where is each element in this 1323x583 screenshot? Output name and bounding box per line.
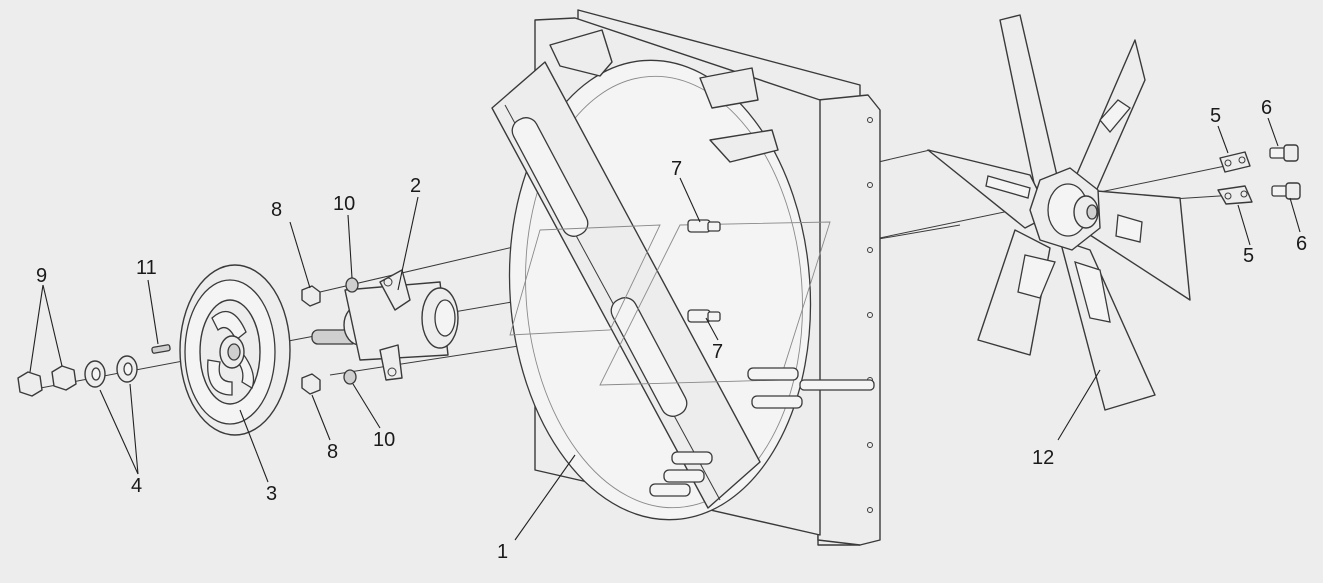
strut-slot-upper xyxy=(511,117,589,237)
callout-7-upper: 7 xyxy=(671,158,682,180)
callout-5-upper: 5 xyxy=(1210,105,1221,127)
callout-1: 1 xyxy=(497,541,508,563)
shroud-bolt-upper xyxy=(687,219,721,233)
callout-6-lower: 6 xyxy=(1296,233,1307,255)
fan-shroud-frame xyxy=(491,9,881,546)
callout-8-lower: 8 xyxy=(327,441,338,463)
lower-fittings xyxy=(649,367,875,497)
lock-plate-lower xyxy=(1217,185,1253,205)
fan-blade-top xyxy=(999,14,1059,189)
washer-lower xyxy=(343,369,357,385)
hub-ear-top xyxy=(379,269,411,311)
callout-3: 3 xyxy=(266,483,277,505)
shaft-nut-1 xyxy=(17,371,43,397)
washer-front-1 xyxy=(84,360,106,388)
strut-slot-lower xyxy=(610,297,688,417)
callout-10-upper: 10 xyxy=(333,193,355,215)
blade-root-plates xyxy=(985,99,1143,323)
callout-11: 11 xyxy=(136,257,157,279)
callout-4: 4 xyxy=(131,475,142,497)
shaft-nut-2 xyxy=(51,365,77,391)
callout-6-upper: 6 xyxy=(1261,97,1272,119)
lock-plate-upper xyxy=(1219,151,1251,173)
callout-7-lower: 7 xyxy=(712,341,723,363)
nut-upper xyxy=(301,285,321,307)
hub-ear-bottom xyxy=(379,344,403,381)
pulley xyxy=(179,264,291,436)
fan-hub-bracket xyxy=(311,269,459,381)
callout-9: 9 xyxy=(36,265,47,287)
fan-impeller xyxy=(927,14,1191,411)
fan-bolt-lower xyxy=(1271,182,1301,200)
washer-upper xyxy=(345,277,359,293)
fan-center-hub xyxy=(1029,167,1101,251)
callout-2: 2 xyxy=(410,175,421,197)
key xyxy=(151,344,171,354)
leader-lines xyxy=(29,117,1301,541)
shroud-bolt-lower xyxy=(687,309,721,323)
top-bracket-middle xyxy=(699,67,759,109)
callout-8-upper: 8 xyxy=(271,199,282,221)
top-bracket-left xyxy=(549,29,613,77)
fan-bolt-upper xyxy=(1269,144,1299,162)
nut-lower xyxy=(301,373,321,395)
callout-12: 12 xyxy=(1032,447,1054,469)
callout-5-lower: 5 xyxy=(1243,245,1254,267)
callout-10-lower: 10 xyxy=(373,429,395,451)
washer-front-2 xyxy=(116,355,138,383)
side-bracket xyxy=(709,129,779,163)
callout-labels: 1 2 3 4 5 5 6 6 7 7 8 8 9 10 10 11 12 xyxy=(36,97,1307,563)
